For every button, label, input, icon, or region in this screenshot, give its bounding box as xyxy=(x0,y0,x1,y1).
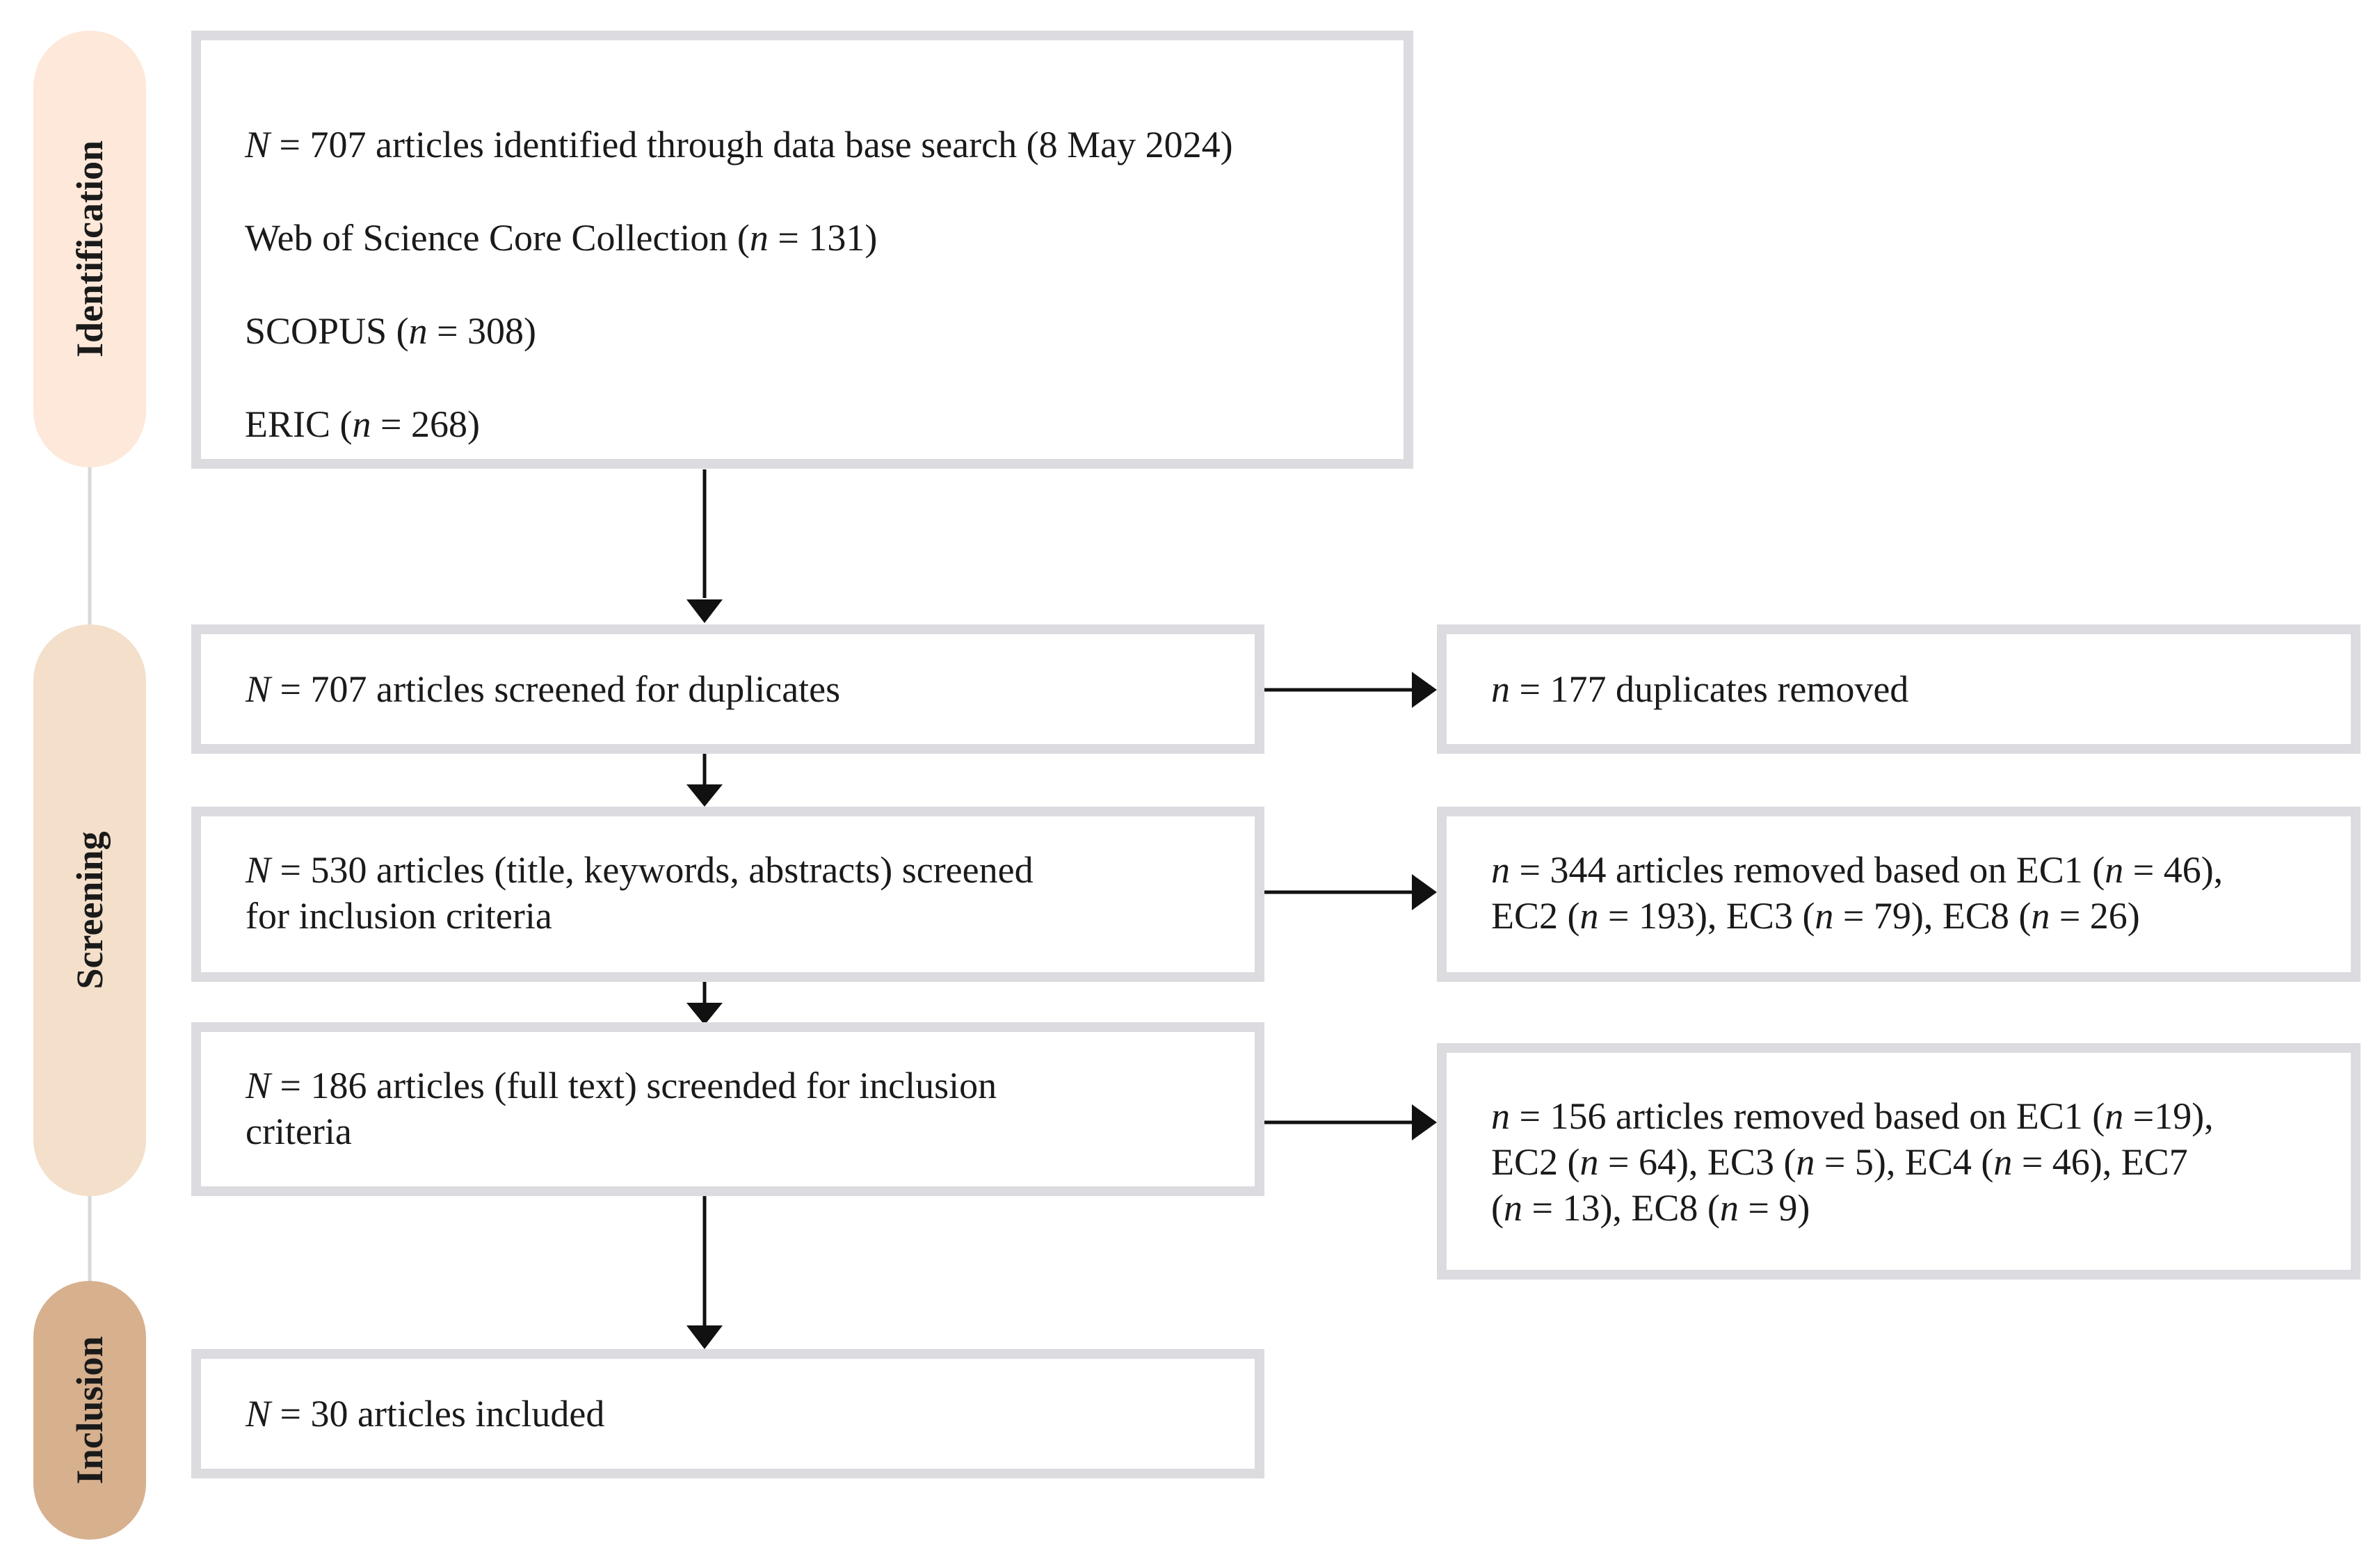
stage-inclusion-label: Inclusion xyxy=(69,1336,111,1485)
removed-abstracts-line1: n = 344 articles removed based on EC1 (n… xyxy=(1491,849,2224,891)
screened-duplicates-text: N = 707 articles screened for duplicates xyxy=(246,668,841,710)
stage-inclusion-pill: Inclusion xyxy=(33,1281,146,1540)
arrow-to-duplicates-removed xyxy=(1264,672,1437,708)
removed-abstracts-line2: EC2 (n = 193), EC3 (n = 79), EC8 (n = 26… xyxy=(1491,895,2140,937)
screened-duplicates-box: N = 707 articles screened for duplicates xyxy=(191,624,1264,754)
stage-identification-pill: Identification xyxy=(33,31,146,467)
included-box: N = 30 articles included xyxy=(191,1349,1264,1478)
removed-fulltext-box: n = 156 articles removed based on EC1 (n… xyxy=(1437,1043,2361,1280)
identified-wos: Web of Science Core Collection (n = 131) xyxy=(245,217,878,259)
identified-box: N = 707 articles identified through data… xyxy=(191,31,1413,469)
arrow-identified-to-duplicates xyxy=(686,469,723,623)
arrow-duplicates-to-abstracts xyxy=(686,752,723,807)
arrow-to-removed-fulltext xyxy=(1264,1104,1437,1140)
screened-abstracts-box: N = 530 articles (title, keywords, abstr… xyxy=(191,807,1264,982)
screened-fulltext-box: N = 186 articles (full text) screended f… xyxy=(191,1022,1264,1196)
stage-screening-label: Screening xyxy=(69,831,111,990)
identified-eric: ERIC (n = 268) xyxy=(245,403,480,445)
screened-fulltext-line1: N = 186 articles (full text) screended f… xyxy=(246,1065,997,1106)
identified-scopus: SCOPUS (n = 308) xyxy=(245,310,537,352)
included-text: N = 30 articles included xyxy=(246,1393,605,1435)
identified-total: N = 707 articles identified through data… xyxy=(245,124,1233,166)
stage-screening-pill: Screening xyxy=(33,624,146,1196)
stage-identification-label: Identification xyxy=(69,140,111,358)
screened-abstracts-line1: N = 530 articles (title, keywords, abstr… xyxy=(246,849,1034,891)
arrow-abstracts-to-fulltext xyxy=(686,981,723,1025)
removed-fulltext-line1: n = 156 articles removed based on EC1 (n… xyxy=(1491,1095,2214,1137)
removed-abstracts-box: n = 344 articles removed based on EC1 (n… xyxy=(1437,807,2361,982)
arrow-fulltext-to-included xyxy=(686,1195,723,1349)
duplicates-removed-text: n = 177 duplicates removed xyxy=(1491,668,1909,710)
removed-fulltext-line3: (n = 13), EC8 (n = 9) xyxy=(1491,1187,1810,1229)
removed-fulltext-line2: EC2 (n = 64), EC3 (n = 5), EC4 (n = 46),… xyxy=(1491,1141,2188,1183)
screened-fulltext-line2: criteria xyxy=(246,1111,352,1152)
duplicates-removed-box: n = 177 duplicates removed xyxy=(1437,624,2361,754)
screened-abstracts-line2: for inclusion criteria xyxy=(246,895,552,937)
arrow-to-removed-abstracts xyxy=(1264,874,1437,910)
